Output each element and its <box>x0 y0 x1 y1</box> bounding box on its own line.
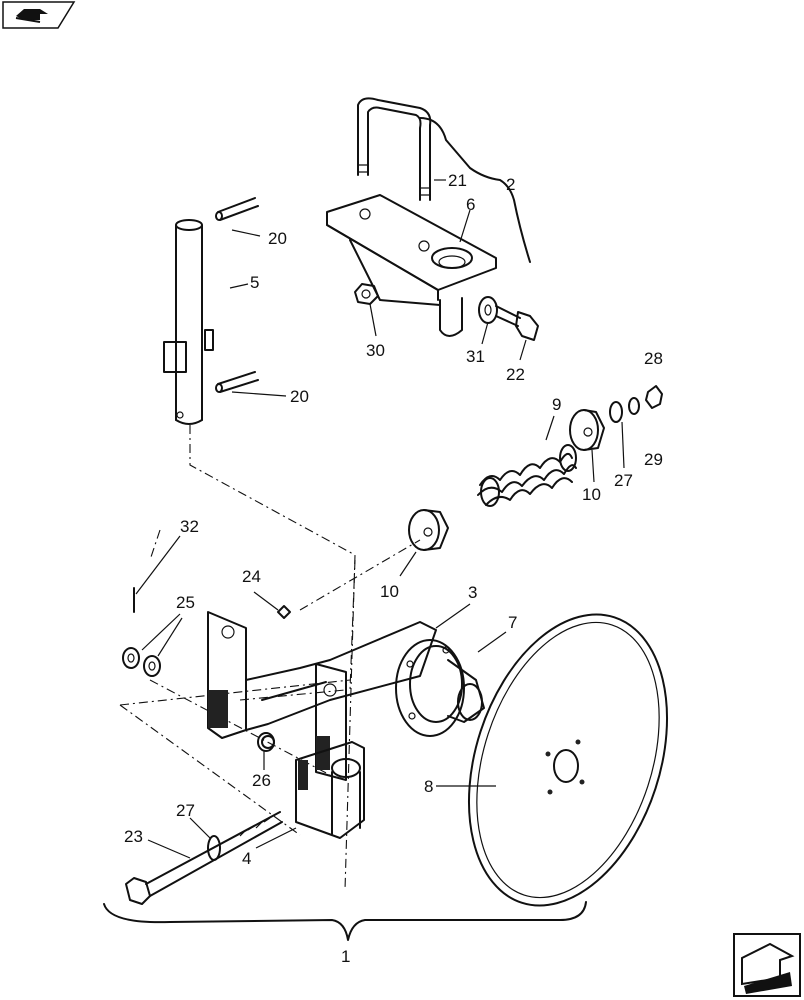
callout-27-lower: 27 <box>176 801 195 820</box>
callout-3: 3 <box>468 583 477 602</box>
arm-part-3 <box>207 611 437 781</box>
callout-5: 5 <box>250 273 259 292</box>
callout-25: 25 <box>176 593 195 612</box>
spring-cap-part-10-right <box>569 409 605 451</box>
callout-22: 22 <box>506 365 525 384</box>
callout-labels: 1 2 3 4 5 6 7 8 9 10 10 20 20 21 22 23 2… <box>124 171 663 966</box>
washer-part-25 <box>122 647 161 677</box>
callout-4: 4 <box>242 849 251 868</box>
callout-8: 8 <box>424 777 433 796</box>
clamp-bracket-part-2 <box>326 194 497 337</box>
hub-part-7 <box>395 639 485 737</box>
nut-part-30 <box>354 283 379 305</box>
pin-part-20-upper <box>215 197 259 221</box>
callout-27-upper: 27 <box>614 471 633 490</box>
washer-part-27-upper <box>609 401 623 423</box>
bolt-part-22 <box>495 305 539 341</box>
callout-23: 23 <box>124 827 143 846</box>
grease-fitting-part-24 <box>277 605 291 619</box>
callout-7: 7 <box>508 613 517 632</box>
pin-part-20-lower <box>215 371 259 393</box>
callout-24: 24 <box>242 567 261 586</box>
callout-30: 30 <box>366 341 385 360</box>
pivot-bracket-part-4 <box>295 741 365 839</box>
spring-part-9 <box>477 444 577 507</box>
lock-washer-part-29 <box>628 397 640 415</box>
nut-part-28 <box>645 385 663 409</box>
callout-28: 28 <box>644 349 663 368</box>
callout-6: 6 <box>466 195 475 214</box>
assembly-brace-2 <box>419 117 531 263</box>
callout-10-left: 10 <box>380 582 399 601</box>
callout-31: 31 <box>466 347 485 366</box>
spring-cap-part-10-left <box>408 509 449 551</box>
callout-10-right: 10 <box>582 485 601 504</box>
leader-lines <box>135 179 625 859</box>
post-part-5 <box>163 219 214 425</box>
callout-32: 32 <box>180 517 199 536</box>
assembly-guide-lines <box>119 425 421 891</box>
washer-part-26 <box>257 732 275 752</box>
callout-20-upper: 20 <box>268 229 287 248</box>
washer-part-31 <box>478 296 498 324</box>
washer-part-27-lower <box>207 835 221 861</box>
disc-part-8 <box>467 613 669 907</box>
callout-21: 21 <box>448 171 467 190</box>
next-page-arrow-icon[interactable] <box>733 933 801 997</box>
book-arrow-icon[interactable] <box>2 1 76 29</box>
callout-20-lower: 20 <box>290 387 309 406</box>
callout-26: 26 <box>252 771 271 790</box>
bolt-part-23 <box>125 811 283 905</box>
callout-9: 9 <box>552 395 561 414</box>
assembly-brace-1 <box>103 901 587 941</box>
callout-2: 2 <box>506 175 515 194</box>
callout-1: 1 <box>341 947 350 966</box>
callout-29: 29 <box>644 450 663 469</box>
u-bolt-part-21 <box>357 97 432 201</box>
